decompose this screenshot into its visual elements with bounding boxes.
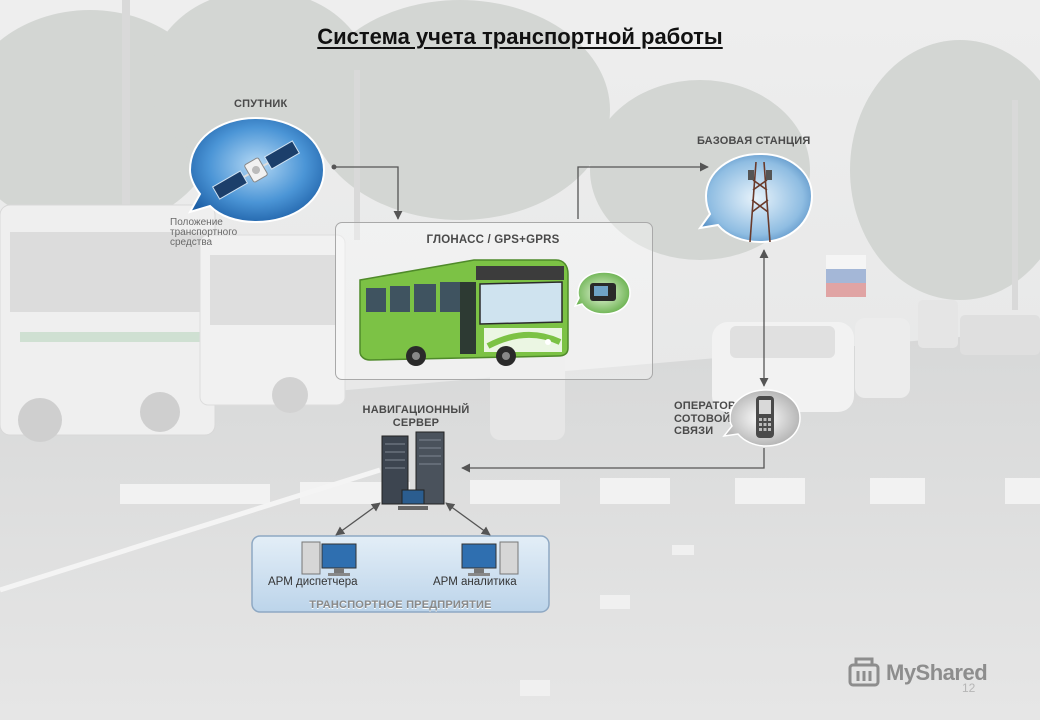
radio-tower-icon [698, 152, 814, 244]
base-station-label: БАЗОВАЯ СТАНЦИЯ [697, 135, 811, 147]
myshared-logo-icon [848, 657, 880, 687]
page-number: 12 [962, 681, 976, 695]
bus-icon [359, 259, 569, 366]
satellite-label: СПУТНИК [234, 98, 288, 110]
operator-label: ОПЕРАТОР СОТОВОЙ СВЯЗИ [674, 400, 736, 437]
glonass-label: ГЛОНАСС / GPS+GPRS [426, 234, 560, 246]
page-title: Система учета транспортной работы [317, 24, 723, 49]
gps-device-icon [574, 271, 631, 315]
position-note: Положение транспортного средства [170, 217, 238, 248]
workstation-icon [461, 541, 519, 576]
connector-arrows [334, 162, 769, 536]
arm-dispatcher-label: АРМ диспетчера [268, 576, 358, 588]
arm-analyst-label: АРМ аналитика [433, 576, 517, 588]
watermark-text: MyShared [886, 660, 988, 685]
workstation-icon [301, 541, 357, 576]
satellite-icon [187, 116, 326, 224]
server-icon [381, 431, 445, 510]
enterprise-label: ТРАНСПОРТНОЕ ПРЕДПРИЯТИЕ [309, 599, 492, 611]
mobile-phone-icon [722, 389, 801, 447]
nav-server-label: НАВИГАЦИОННЫЙ СЕРВЕР [362, 404, 470, 429]
